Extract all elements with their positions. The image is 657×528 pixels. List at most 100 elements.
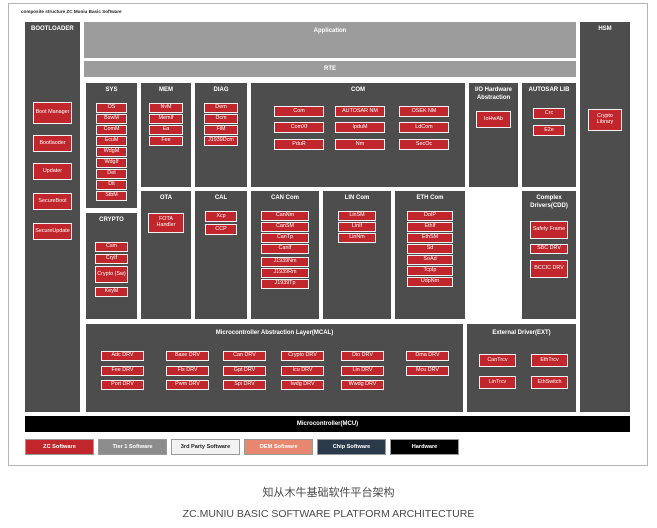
rte-title: RTE xyxy=(324,66,336,72)
mcal-item: Lin DRV xyxy=(341,366,384,376)
com-item: PduR xyxy=(274,139,324,150)
lin-com-title: LIN Com xyxy=(344,195,370,201)
can-com-item: J1939Nm xyxy=(261,257,309,267)
rte-block: RTE xyxy=(84,61,576,77)
diag-item: Dcm xyxy=(204,114,238,124)
can-com-item: CanSM xyxy=(261,222,309,232)
mcal-item: Spi DRV xyxy=(223,380,266,390)
ext-item: EthSwitch xyxy=(531,376,568,389)
cdd-block: Complex Drivers(CDD) Safety Frame SBC DR… xyxy=(522,191,576,319)
mem-item: MemIf xyxy=(149,114,183,124)
can-com-item: J1939Tp xyxy=(261,279,309,289)
diag-item: Dem xyxy=(204,103,238,113)
lin-com-block: LIN Com LinSM LinIf LinNm xyxy=(323,191,391,319)
eth-com-item: EthSM xyxy=(407,233,453,243)
legend-zc-software: ZC Software xyxy=(25,439,94,455)
cdd-title-text: Complex Drivers(CDD) xyxy=(530,195,568,209)
sys-title: SYS xyxy=(105,87,118,93)
autosar-lib-item: E2e xyxy=(533,125,565,136)
can-com-item: CanTp xyxy=(261,233,309,243)
com-item: LdCom xyxy=(399,122,449,133)
eth-com-item: UdpNm xyxy=(407,277,453,287)
bootloader-item: SecureBoot xyxy=(33,193,72,210)
com-item: Nm xyxy=(335,139,385,150)
autosar-lib-block: AUTOSAR LIB Crc E2e xyxy=(522,83,576,187)
legend-oem-software: OEM Software xyxy=(244,439,313,455)
mcal-item: Mcu DRV xyxy=(406,366,449,376)
io-hw-title: I/O Hardware Abstraction xyxy=(469,86,518,102)
mem-item: NvM xyxy=(149,103,183,113)
eth-com-item: Sd xyxy=(407,244,453,254)
cdd-item: BCCIC DRV xyxy=(530,260,568,278)
cal-item: CCP xyxy=(205,224,237,235)
diagram-title: composite structure ZC Muniu Basic Softw… xyxy=(21,9,122,14)
eth-com-item: SoAd xyxy=(407,255,453,265)
com-item: OSEK NM xyxy=(399,106,449,117)
legend-hardware: Hardware xyxy=(390,439,459,455)
can-com-title: CAN Com xyxy=(271,195,299,201)
mem-block: MEM NvM MemIf Ea Fee xyxy=(141,83,191,187)
mcu-title: Microcontroller(MCU) xyxy=(296,421,359,427)
sys-item: ComM xyxy=(96,125,127,135)
sys-block: SYS OS BswM ComM EcuM WdgM WdgIf Det Dlt… xyxy=(86,83,137,208)
io-hw-block: I/O Hardware Abstraction IoHwAb xyxy=(469,83,518,187)
bootloader-title: BOOTLOADER xyxy=(31,26,74,32)
caption-chinese: 知从木牛基础软件平台架构 xyxy=(262,486,395,499)
cal-title: CAL xyxy=(214,195,228,201)
eth-com-item: EthIf xyxy=(407,222,453,232)
bootloader-item: Bootlaoder xyxy=(33,135,72,152)
com-title: COM xyxy=(351,87,365,93)
diag-item: J1939Dcm xyxy=(204,136,238,146)
crypto-block: CRYPTO Csm CryIf Crypto (Sw) KeyM xyxy=(86,213,137,319)
legend-chip-software: Chip Software xyxy=(317,439,386,455)
lin-com-item: LinNm xyxy=(338,233,376,243)
autosar-lib-item: Crc xyxy=(533,108,565,119)
cdd-title: Complex Drivers(CDD) xyxy=(522,194,576,210)
diag-block: DIAG Dem Dcm FiM J1939Dcm xyxy=(195,83,247,187)
com-item: ComXf xyxy=(274,122,324,133)
ext-item: CanTrcv xyxy=(479,354,516,367)
com-item: Com xyxy=(274,106,324,117)
mcal-item: Port DRV xyxy=(101,380,144,390)
hsm-title: HSM xyxy=(598,26,612,32)
com-block: COM Com AUTOSAR NM OSEK NM ComXf IpduM L… xyxy=(251,83,465,187)
com-item: SecOc xyxy=(399,139,449,150)
mcal-item: Crypto DRV xyxy=(281,351,324,361)
crypto-item: Crypto (Sw) xyxy=(95,266,128,283)
mcal-item: Adc DRV xyxy=(101,351,144,361)
bootloader-item: Boot Manager xyxy=(33,102,72,124)
mcal-item: Dma DRV xyxy=(406,351,449,361)
mcal-item: Fls DRV xyxy=(166,366,209,376)
eth-com-block: ETH Com DoIP EthIf EthSM Sd SoAd TcpIp U… xyxy=(395,191,465,319)
can-com-block: CAN Com CanNm CanSM CanTp CanIf J1939Nm … xyxy=(251,191,319,319)
cal-block: CAL Xcp CCP xyxy=(195,191,247,319)
com-item: IpduM xyxy=(335,122,385,133)
lin-com-item: LinSM xyxy=(338,211,376,221)
crypto-item: CryIf xyxy=(95,254,128,264)
sys-item: OS xyxy=(96,103,127,113)
bootloader-item: SecureUpdate xyxy=(33,223,72,240)
eth-com-title: ETH Com xyxy=(416,195,444,201)
ext-item: EthTrcv xyxy=(531,354,568,367)
sys-item: Dlt xyxy=(96,180,127,190)
mcu-block: Microcontroller(MCU) xyxy=(25,416,630,432)
sys-item: StbM xyxy=(96,191,127,201)
diag-item: FiM xyxy=(204,125,238,135)
ext-item: LinTrcv xyxy=(479,376,516,389)
mem-title: MEM xyxy=(159,87,173,93)
lin-com-item: LinIf xyxy=(338,222,376,232)
mcal-item: Can DRV xyxy=(223,351,266,361)
sys-item: EcuM xyxy=(96,136,127,146)
hsm-item: Crypto Library xyxy=(588,109,622,131)
can-com-item: CanIf xyxy=(261,244,309,254)
eth-com-item: DoIP xyxy=(407,211,453,221)
cdd-item: Safety Frame xyxy=(530,221,568,239)
mem-item: Ea xyxy=(149,125,183,135)
mcal-item: Gpt DRV xyxy=(223,366,266,376)
crypto-item: Csm xyxy=(95,242,128,252)
mcal-item: Pwm DRV xyxy=(166,380,209,390)
caption-english: ZC.MUNIU BASIC SOFTWARE PLATFORM ARCHITE… xyxy=(182,508,475,520)
com-item: AUTOSAR NM xyxy=(335,106,385,117)
application-title: Application xyxy=(313,28,347,34)
ota-title: OTA xyxy=(159,195,173,201)
